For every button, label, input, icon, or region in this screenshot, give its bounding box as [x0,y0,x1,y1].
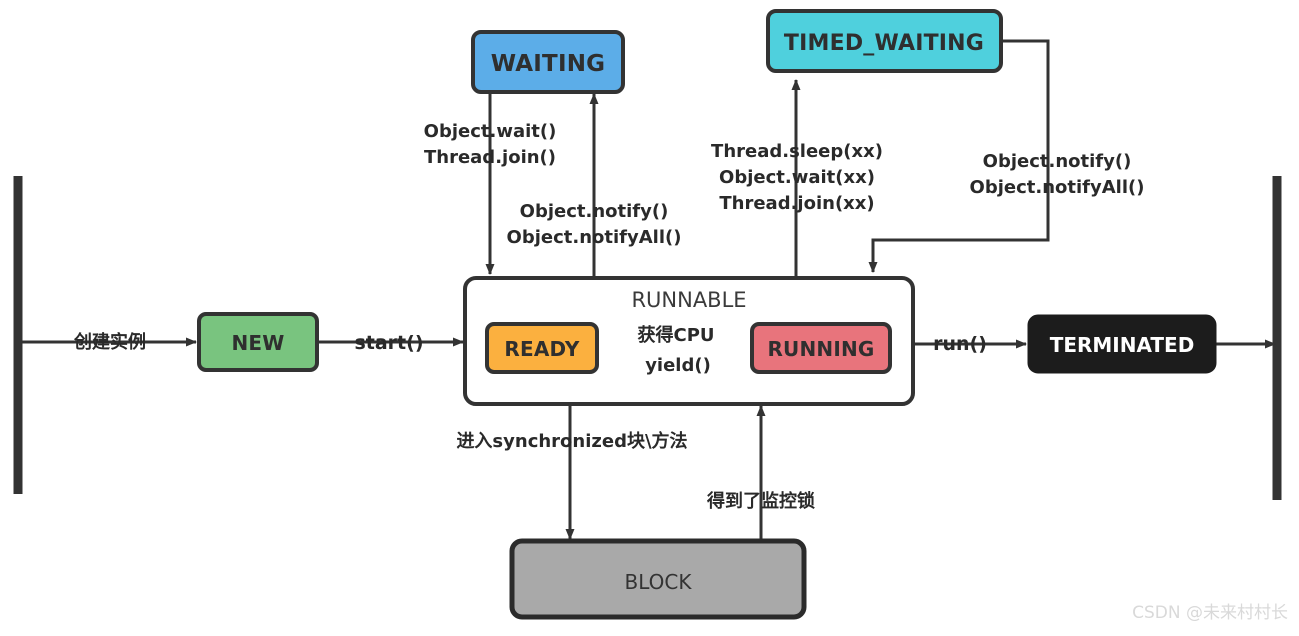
edge-label-object-notify-2: Object.notify() [983,151,1132,172]
node-running-box [750,322,892,374]
edge-label-object-notify-all: Object.notifyAll() [507,227,682,248]
node-block-label: BLOCK [625,570,693,594]
edge-label-start: start() [354,332,423,354]
node-terminated-label: TERMINATED [1050,333,1195,357]
node-block-box [509,538,807,620]
watermark: CSDN @未来村村长 [1132,603,1288,623]
edge-label-enter-synchronized: 进入synchronized块\方法 [456,430,687,452]
node-new-label: NEW [231,331,284,355]
edge-from-timed-waiting-line [868,39,1050,273]
edge-label-object-wait: Object.wait() [424,121,557,142]
node-running-label: RUNNING [767,337,874,361]
node-terminated-box [1027,314,1217,374]
edge-label-got-monitor-lock: 得到了监控锁 [706,490,815,512]
node-terminated[interactable]: TERMINATED [1027,314,1217,374]
edge-label-thread-join-xx: Thread.join(xx) [719,193,874,214]
node-new[interactable]: NEW [197,312,319,372]
node-ready-box [485,322,599,374]
edge-label-object-notify: Object.notify() [520,201,669,222]
node-ready-label: READY [504,337,579,361]
node-waiting-box [471,30,625,94]
node-timed-waiting-label: TIMED_WAITING [784,31,984,56]
edge-label-create-instance: 创建实例 [73,331,146,353]
node-timed-waiting[interactable]: TIMED_WAITING [766,9,1003,73]
edge-label-yield: yield() [645,355,711,376]
node-runnable-label: RUNNABLE [631,288,746,312]
node-timed-waiting-box [766,9,1003,73]
edge-label-thread-sleep-xx: Thread.sleep(xx) [711,141,883,162]
edge-label-thread-join: Thread.join() [424,147,556,168]
node-ready[interactable]: READY [485,322,599,374]
edge-label-run: run() [933,333,987,355]
edge-label-get-cpu: 获得CPU [637,324,714,346]
node-waiting[interactable]: WAITING [471,30,625,94]
node-running[interactable]: RUNNING [750,322,892,374]
edge-label-object-wait-xx: Object.wait(xx) [719,167,875,188]
edge-label-object-notify-all-2: Object.notifyAll() [970,177,1145,198]
node-new-box [197,312,319,372]
node-waiting-label: WAITING [491,51,605,77]
node-block[interactable]: BLOCK [509,538,807,620]
